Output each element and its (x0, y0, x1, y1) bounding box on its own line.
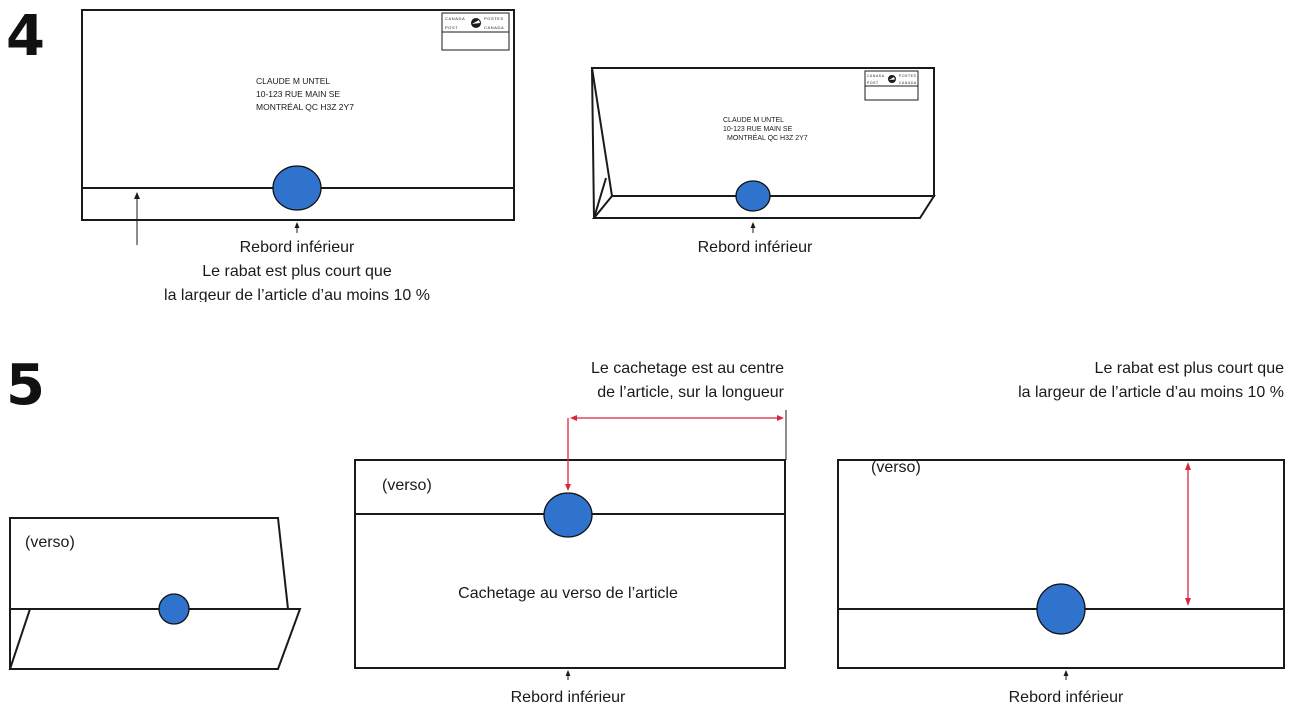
envelope-left-fold (593, 177, 607, 219)
section-number-4: 4 (6, 4, 45, 69)
seal-dot (1036, 583, 1086, 635)
postage-stamp-block: CANADA POSTES POST CANADA (864, 70, 919, 101)
seal-dot (272, 165, 322, 211)
flap-pointer-arrow (134, 192, 140, 245)
seal-position-note-line-2: de l’article, sur la longueur (597, 384, 784, 401)
envelope-back-flap-measure: (verso) (837, 459, 1285, 680)
center-caption: Cachetage au verso de l’article (458, 585, 678, 602)
bottom-edge-label: Rebord inférieur (1009, 689, 1124, 706)
bottom-edge-arrow (1063, 670, 1069, 680)
seal-position-note-line-1: Le cachetage est au centre (591, 360, 784, 377)
postage-stamp-block: CANADA POSTES POST CANADA (441, 12, 510, 51)
bottom-edge-arrow (565, 670, 571, 680)
verso-label: (verso) (382, 477, 432, 494)
bottom-edge-arrow (294, 222, 300, 233)
bottom-edge-label: Rebord inférieur (240, 239, 355, 256)
stamp-canada: CANADA (445, 16, 465, 21)
section-number-5: 5 (6, 353, 45, 418)
stamp-canada: CANADA (867, 74, 885, 78)
envelope-front-perspective: CANADA POSTES POST CANADA CLAUDE M UNTEL… (590, 67, 936, 233)
verso-label: (verso) (25, 534, 75, 551)
stamp-postes: POSTES (484, 16, 504, 21)
seal-dot (158, 593, 190, 625)
canada-post-logo-icon (471, 18, 481, 28)
bottom-edge-label: Rebord inférieur (511, 689, 626, 706)
envelope-front-flat: CANADA POSTES POST CANADA CLAUDE M UNTEL… (81, 9, 515, 245)
stamp-canada-2: CANADA (899, 81, 917, 85)
envelope-back-panel (9, 517, 290, 610)
flap-note-line-1: Le rabat est plus court que (202, 263, 392, 280)
address-line-2: 10-123 RUE MAIN SE (256, 89, 340, 99)
seal-dot (735, 180, 771, 212)
flap-height-dimension-arrow (1185, 462, 1191, 606)
stamp-post: POST (445, 25, 458, 30)
canada-post-logo-icon (888, 75, 896, 83)
envelope-front-flap (8, 608, 302, 670)
address-line-3: MONTRÉAL QC H3Z 2Y7 (727, 133, 808, 142)
verso-label: (verso) (871, 459, 921, 476)
envelope-left-edge (591, 67, 595, 219)
stamp-post: POST (867, 81, 879, 85)
stamp-canada-2: CANADA (484, 25, 504, 30)
envelope-back-center-seal: (verso) Cachetage au verso de l’article (354, 410, 787, 680)
seal-pointer-arrow (565, 418, 571, 491)
seal-dot (543, 492, 593, 538)
length-dimension-arrow (570, 410, 787, 460)
bottom-edge-arrow (750, 222, 756, 233)
caption-crop-mask (60, 302, 540, 322)
envelope-outline (837, 459, 1285, 669)
flap-note-line-1: Le rabat est plus court que (1095, 360, 1285, 377)
envelope-back-perspective: (verso) (8, 517, 302, 670)
address-line-1: CLAUDE M UNTEL (723, 117, 784, 124)
stamp-postes: POSTES (899, 74, 916, 78)
bottom-edge-label: Rebord inférieur (698, 239, 813, 256)
address-line-1: CLAUDE M UNTEL (256, 76, 330, 86)
flap-note-line-2: la largeur de l’article d’au moins 10 % (164, 287, 430, 304)
address-line-2: 10-123 RUE MAIN SE (723, 126, 793, 133)
flap-note-line-2: la largeur de l’article d’au moins 10 % (1018, 384, 1284, 401)
address-line-3: MONTRÉAL QC H3Z 2Y7 (256, 102, 354, 112)
